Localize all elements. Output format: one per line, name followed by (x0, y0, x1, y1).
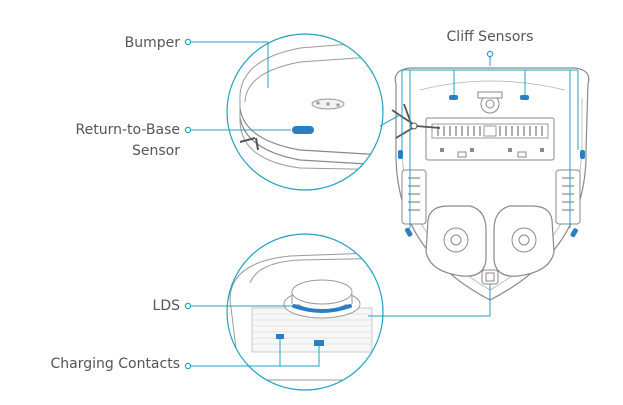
label-cliff-sensors: Cliff Sensors (446, 29, 534, 45)
return-to-base-sensor-icon (292, 126, 314, 134)
lds-callout (184, 302, 292, 310)
bumper-zoom-view (226, 33, 384, 191)
ring-dot-icon (184, 362, 192, 370)
label-return-to-base-line2: Sensor (132, 143, 180, 159)
label-bumper: Bumper (124, 35, 180, 51)
label-charging-contacts: Charging Contacts (50, 356, 181, 372)
cliff-sensor-icons (398, 95, 585, 238)
return-to-base-callout (184, 126, 291, 134)
lds-window-icon (292, 304, 352, 313)
label-return-to-base-line1: Return-to-Base (75, 122, 180, 138)
zoom-connector-lines (368, 114, 491, 317)
lds-zoom-view (226, 233, 384, 391)
ring-dot-icon (184, 38, 192, 46)
bumper-callout (184, 38, 269, 88)
cliff-sensors-callout (401, 50, 579, 228)
label-lds: LDS (152, 298, 180, 314)
charging-contacts-callout (184, 339, 320, 370)
robot-bottom-view (391, 67, 590, 301)
ring-dot-icon (184, 302, 192, 310)
charging-contact-right-icon (314, 340, 324, 346)
ring-dot-icon (184, 126, 192, 134)
ring-dot-icon (486, 50, 494, 58)
charging-contact-left-icon (276, 334, 284, 339)
